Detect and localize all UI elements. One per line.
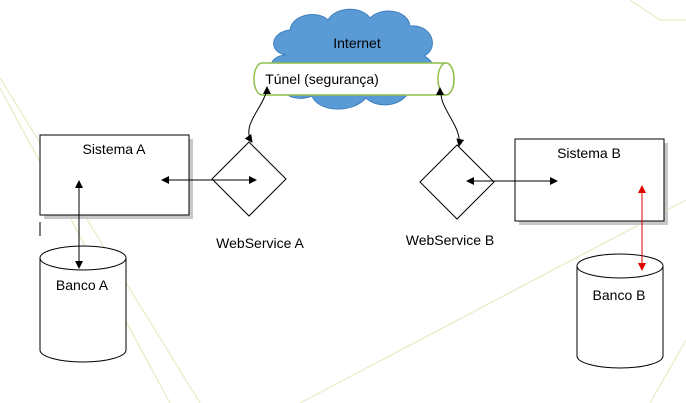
sistema-b-label: Sistema B [557, 145, 621, 161]
security-tunnel: Túnel (segurança) [253, 62, 455, 96]
sistema-a-label: Sistema A [82, 141, 146, 157]
internet-label: Internet [333, 35, 381, 51]
banco-a-database: Banco A [39, 245, 127, 363]
webservice-a-node: WebService A [211, 141, 304, 251]
webservice-b-node: WebService B [406, 144, 495, 248]
sistema-a-box: Sistema A [39, 134, 193, 219]
banco-a-label: Banco A [56, 277, 109, 293]
webservice-a-label: WebService A [216, 235, 304, 251]
tunnel-label: Túnel (segurança) [265, 71, 379, 87]
webservice-b-label: WebService B [406, 232, 494, 248]
banco-b-label: Banco B [593, 287, 646, 303]
arrow-webservice-b-tunnel [436, 87, 465, 147]
sistema-b-box: Sistema B [514, 138, 668, 225]
banco-b-database: Banco B [576, 253, 664, 369]
arrow-webservice-a-tunnel [244, 86, 271, 143]
